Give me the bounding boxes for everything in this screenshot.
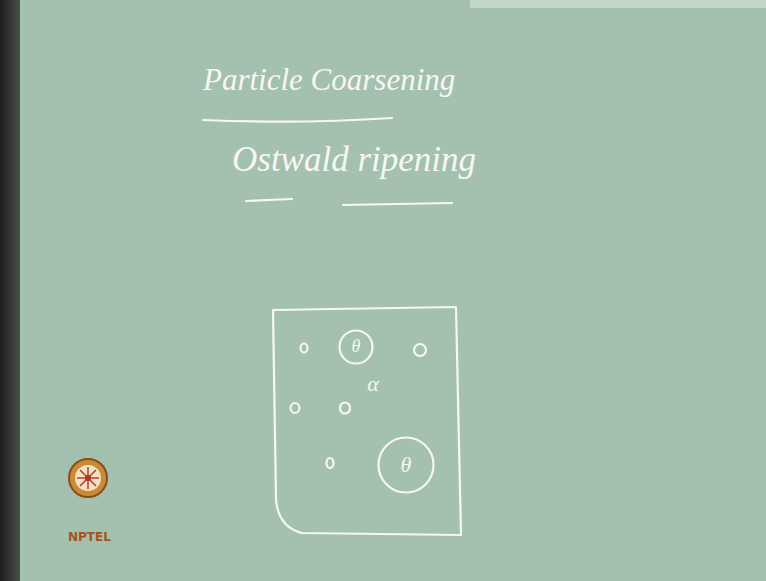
large-particle: θ	[377, 436, 435, 494]
title-underline	[203, 118, 392, 122]
nptel-logo	[69, 459, 107, 497]
board-glare	[470, 0, 766, 8]
particle-border	[340, 331, 373, 364]
logo-ring	[69, 459, 107, 497]
board-heading: Particle Coarsening	[203, 62, 455, 98]
region-outline	[272, 307, 462, 535]
small-particle	[291, 403, 300, 413]
small-particle	[414, 344, 426, 356]
particle-label: θ	[401, 453, 412, 477]
board-frame	[0, 0, 20, 581]
small-particle	[327, 458, 334, 468]
particle-border	[379, 438, 434, 493]
logo-hub	[85, 475, 91, 481]
logo-spoke	[80, 470, 96, 486]
region-border	[273, 307, 461, 535]
ostwald-underline	[246, 199, 292, 201]
watermark: NPTEL	[68, 530, 111, 544]
particle-label: θ	[352, 337, 361, 357]
matrix-region: θθα	[272, 307, 462, 535]
logo-spoke	[80, 470, 96, 486]
small-particle	[301, 344, 308, 353]
large-particle: θ	[338, 329, 374, 365]
phase-label: α	[367, 372, 379, 396]
board-subheading: Ostwald ripening	[232, 140, 476, 180]
ripening-underline	[343, 203, 452, 205]
small-particle	[340, 403, 350, 414]
logo-disc	[75, 465, 101, 491]
